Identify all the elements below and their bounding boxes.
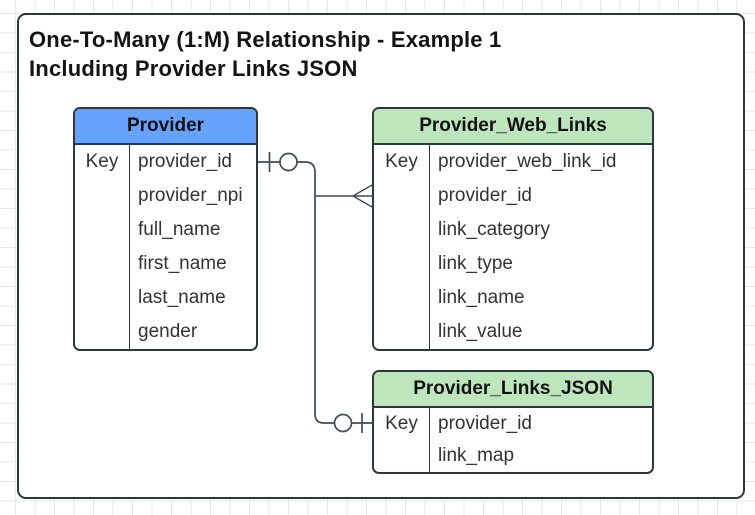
key-column: Key bbox=[374, 145, 430, 349]
key-cell bbox=[75, 247, 129, 281]
entity-body-provider-web-links: Key provider_web_link_id provider_id lin… bbox=[374, 145, 652, 349]
diagram-title-line2: Including Provider Links JSON bbox=[29, 56, 358, 81]
key-cell bbox=[374, 281, 429, 315]
entity-table-provider-links-json: Provider_Links_JSON Key provider_id link… bbox=[372, 370, 654, 474]
entity-header-provider: Provider bbox=[75, 109, 256, 145]
key-cell: Key bbox=[385, 151, 418, 172]
field-cell: provider_id bbox=[438, 413, 532, 434]
field-column: provider_id link_map bbox=[430, 408, 652, 472]
key-cell bbox=[374, 247, 429, 281]
key-cell bbox=[75, 315, 129, 349]
field-cell: provider_id bbox=[138, 151, 232, 172]
entity-header-provider-web-links: Provider_Web_Links bbox=[374, 109, 652, 145]
field-cell: link_map bbox=[438, 445, 515, 466]
entity-header-provider-links-json: Provider_Links_JSON bbox=[374, 372, 652, 408]
key-cell: Key bbox=[385, 413, 418, 434]
diagram-title: One-To-Many (1:M) Relationship - Example… bbox=[29, 25, 501, 83]
key-column: Key bbox=[75, 145, 130, 349]
field-column: provider_web_link_id provider_id link_ca… bbox=[430, 145, 652, 349]
field-cell: full_name bbox=[138, 219, 221, 240]
field-column: provider_id provider_npi full_name first… bbox=[130, 145, 256, 349]
field-cell: gender bbox=[138, 321, 198, 342]
field-cell: first_name bbox=[138, 253, 227, 274]
field-cell: link_type bbox=[438, 253, 513, 274]
entity-body-provider-links-json: Key provider_id link_map bbox=[374, 408, 652, 472]
field-cell: last_name bbox=[138, 287, 226, 308]
diagram-title-line1: One-To-Many (1:M) Relationship - Example… bbox=[29, 27, 502, 52]
field-cell: link_name bbox=[438, 287, 525, 308]
field-cell: link_value bbox=[438, 321, 523, 342]
entity-table-provider: Provider Key provider_id provider_npi fu… bbox=[73, 107, 258, 351]
key-cell bbox=[75, 213, 129, 247]
key-column: Key bbox=[374, 408, 430, 472]
entity-table-provider-web-links: Provider_Web_Links Key provider_web_link… bbox=[372, 107, 654, 351]
key-cell bbox=[374, 179, 429, 213]
field-cell: provider_web_link_id bbox=[438, 151, 617, 172]
entity-body-provider: Key provider_id provider_npi full_name f… bbox=[75, 145, 256, 349]
field-cell: link_category bbox=[438, 219, 550, 240]
key-cell bbox=[374, 213, 429, 247]
key-cell bbox=[75, 281, 129, 315]
key-cell bbox=[374, 315, 429, 349]
key-cell bbox=[75, 179, 129, 213]
key-cell bbox=[374, 440, 429, 472]
field-cell: provider_id bbox=[438, 185, 532, 206]
key-cell: Key bbox=[85, 151, 119, 172]
field-cell: provider_npi bbox=[138, 185, 243, 206]
